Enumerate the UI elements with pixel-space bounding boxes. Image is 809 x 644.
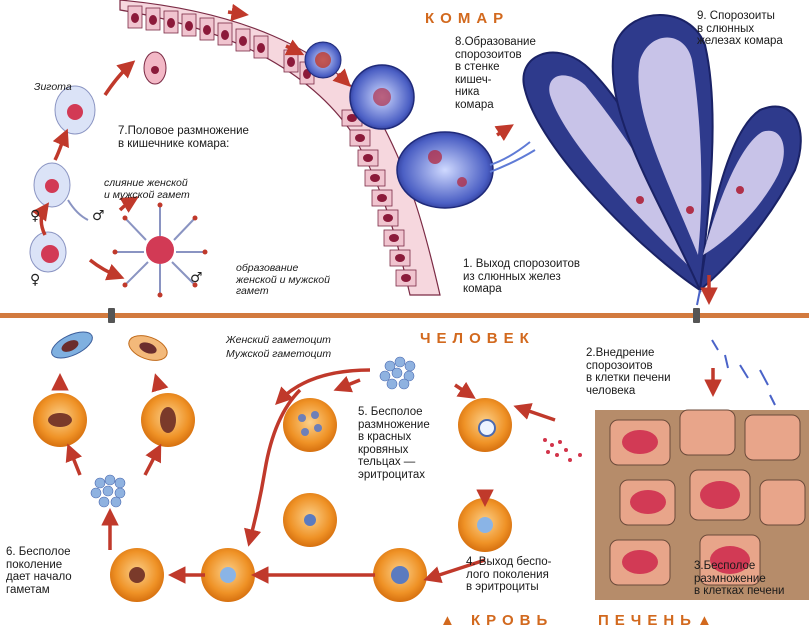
label-step3: 3.Бесполое размножение в клетках печени	[694, 560, 785, 597]
label-step4: 4. Выход беспо- лого поколения в эритроц…	[466, 556, 552, 593]
section-mosquito: КОМАР	[425, 10, 510, 27]
triangle-icon: ▲	[440, 612, 461, 629]
sporozoite-stream	[696, 289, 776, 406]
sexual-stage-cells	[29, 85, 208, 298]
label-step7: 7.Половое размножение в кишечнике комара…	[118, 125, 249, 150]
male-symbol-icon: ♂	[190, 270, 203, 286]
label-step5: 5. Бесполое размножение в красных кровян…	[358, 406, 430, 481]
male-symbol-icon: ♂	[92, 208, 105, 224]
salivary-glands	[522, 14, 802, 294]
liver-tissue	[595, 409, 809, 600]
label-gamete-formation: образование женской и мужской гамет	[236, 262, 330, 297]
lifecycle-arrows	[31, 3, 722, 584]
section-blood-label: КРОВЬ	[471, 612, 554, 629]
erythrocyte	[33, 393, 87, 447]
female-symbol-icon: ♀	[30, 272, 41, 288]
merozoite-clusters	[90, 356, 582, 508]
ookinete-oocysts	[143, 41, 536, 209]
section-blood: ▲ КРОВЬ	[440, 612, 553, 629]
label-step1: 1. Выход спорозоитов из слюнных желез ко…	[463, 258, 581, 295]
erythrocyte	[458, 498, 512, 552]
mosquito-gut-wall	[119, 0, 441, 296]
label-step6: 6. Бесполое поколение дает начало гамета…	[6, 546, 72, 596]
label-step8: 8.Образование спорозоитов в стенке кишеч…	[455, 36, 536, 111]
erythrocyte	[110, 548, 164, 602]
erythrocytes	[33, 393, 512, 602]
gametocytes	[51, 331, 168, 361]
section-liver-label: ПЕЧЕНЬ	[598, 612, 697, 629]
label-zygote: Зигота	[34, 81, 72, 93]
section-human: ЧЕЛОВЕК	[420, 330, 535, 347]
erythrocyte	[283, 398, 337, 452]
skin-divider	[0, 308, 809, 323]
female-symbol-icon: ♀	[30, 208, 41, 224]
label-male-gametocyte: Мужской гаметоцит	[226, 348, 332, 360]
erythrocyte	[458, 398, 512, 452]
section-liver: ПЕЧЕНЬ▲	[598, 612, 718, 629]
label-fusion: слияние женской и мужской гамет	[104, 177, 190, 201]
erythrocyte	[141, 393, 195, 447]
triangle-icon: ▲	[696, 612, 718, 629]
erythrocyte	[201, 548, 255, 602]
label-step9: 9. Спорозоиты в слюнных железах комара	[697, 10, 783, 47]
label-female-gametocyte: Женский гаметоцит	[226, 334, 331, 346]
erythrocyte	[373, 548, 427, 602]
erythrocyte	[283, 493, 337, 547]
label-step2: 2.Внедрение спорозоитов в клетки печени …	[586, 347, 671, 397]
